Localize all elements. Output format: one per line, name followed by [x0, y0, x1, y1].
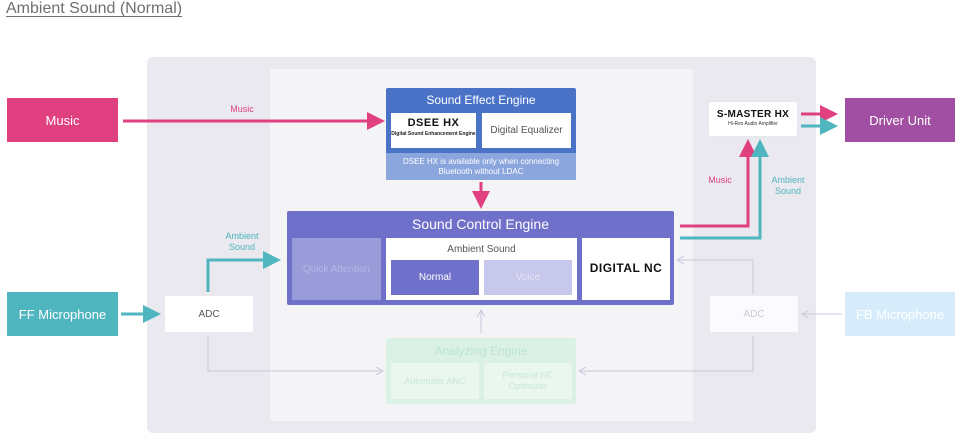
- adc-right-block: ADC: [710, 296, 798, 332]
- dsee-hx-subtitle: Digital Sound Enhancement Engine: [391, 131, 476, 137]
- ambient-sound-title: Ambient Sound: [447, 243, 516, 255]
- adc-left-block: ADC: [165, 296, 253, 332]
- quick-attention-block: Quick Attention: [292, 238, 381, 300]
- fb-microphone-box: FB Microphone: [845, 292, 955, 336]
- dsee-availability-note: DSEE HX is available only when connectin…: [386, 153, 576, 180]
- digital-nc-block: [582, 238, 670, 300]
- sound-control-engine-title: Sound Control Engine: [412, 216, 549, 232]
- s-master-hx-block: [709, 102, 797, 136]
- sound-effect-engine-title: Sound Effect Engine: [426, 93, 536, 107]
- ambient-sound-flow-label-left: Ambient Sound: [225, 231, 259, 252]
- personal-nc-optimizer-block: Personal NC Optimizer: [484, 363, 572, 399]
- normal-mode-block: Normal: [391, 260, 479, 295]
- ambient-sound-flow-label-right: Ambient Sound: [771, 175, 805, 196]
- adc-right-to-dnc-arrow: [678, 260, 754, 294]
- digital-nc-logo: DIGITAL NC: [589, 261, 663, 275]
- music-flow-label: Music: [230, 104, 254, 114]
- music-flow-label-right: Music: [708, 175, 732, 185]
- music-source-box: Music: [7, 98, 118, 142]
- sce-ambient-to-smaster-arrow: [680, 139, 769, 240]
- voice-mode-block: Voice: [484, 260, 572, 295]
- dsee-hx-logo: DSEE HX: [407, 117, 460, 129]
- analyzing-engine-title: Analyzing Engine: [434, 344, 528, 358]
- page-title: Ambient Sound (Normal): [6, 0, 183, 17]
- sce-music-to-smaster-arrow: [680, 139, 757, 228]
- ff-microphone-box: FF Microphone: [7, 292, 118, 336]
- digital-equalizer-block: Digital Equalizer: [482, 113, 571, 148]
- adc-to-sce-arrow: [206, 251, 281, 292]
- adc-left-to-analyzing-arrow: [207, 336, 382, 371]
- s-master-hx-subtitle: Hi-Res Audio Amplifier: [728, 121, 778, 127]
- adc-right-to-analyzing-arrow: [580, 336, 754, 371]
- dsee-hx-block: [391, 113, 476, 148]
- driver-unit-box: Driver Unit: [845, 98, 955, 142]
- s-master-hx-logo: S-MASTER HX: [716, 109, 790, 120]
- automatic-anc-block: Automatic ANC: [391, 363, 479, 399]
